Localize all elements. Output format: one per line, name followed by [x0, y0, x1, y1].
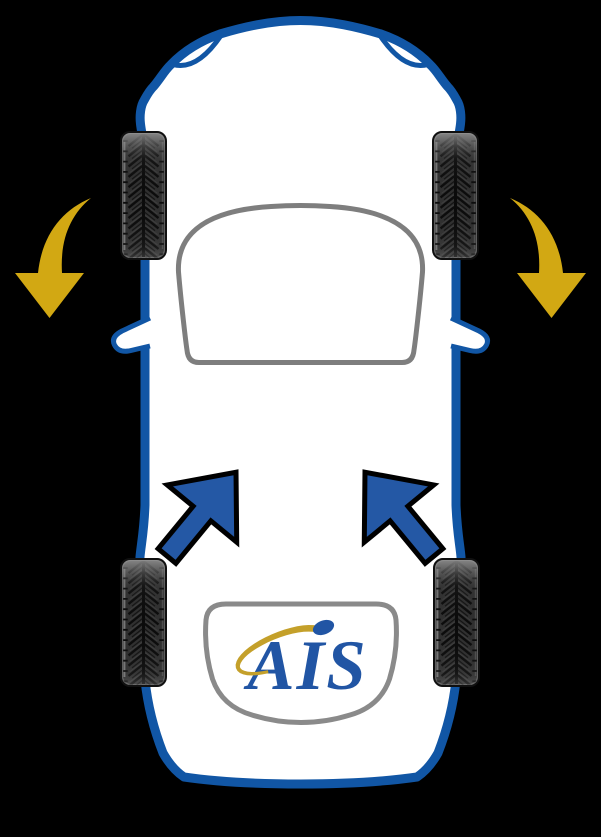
svg-text:AIS: AIS: [243, 627, 367, 705]
